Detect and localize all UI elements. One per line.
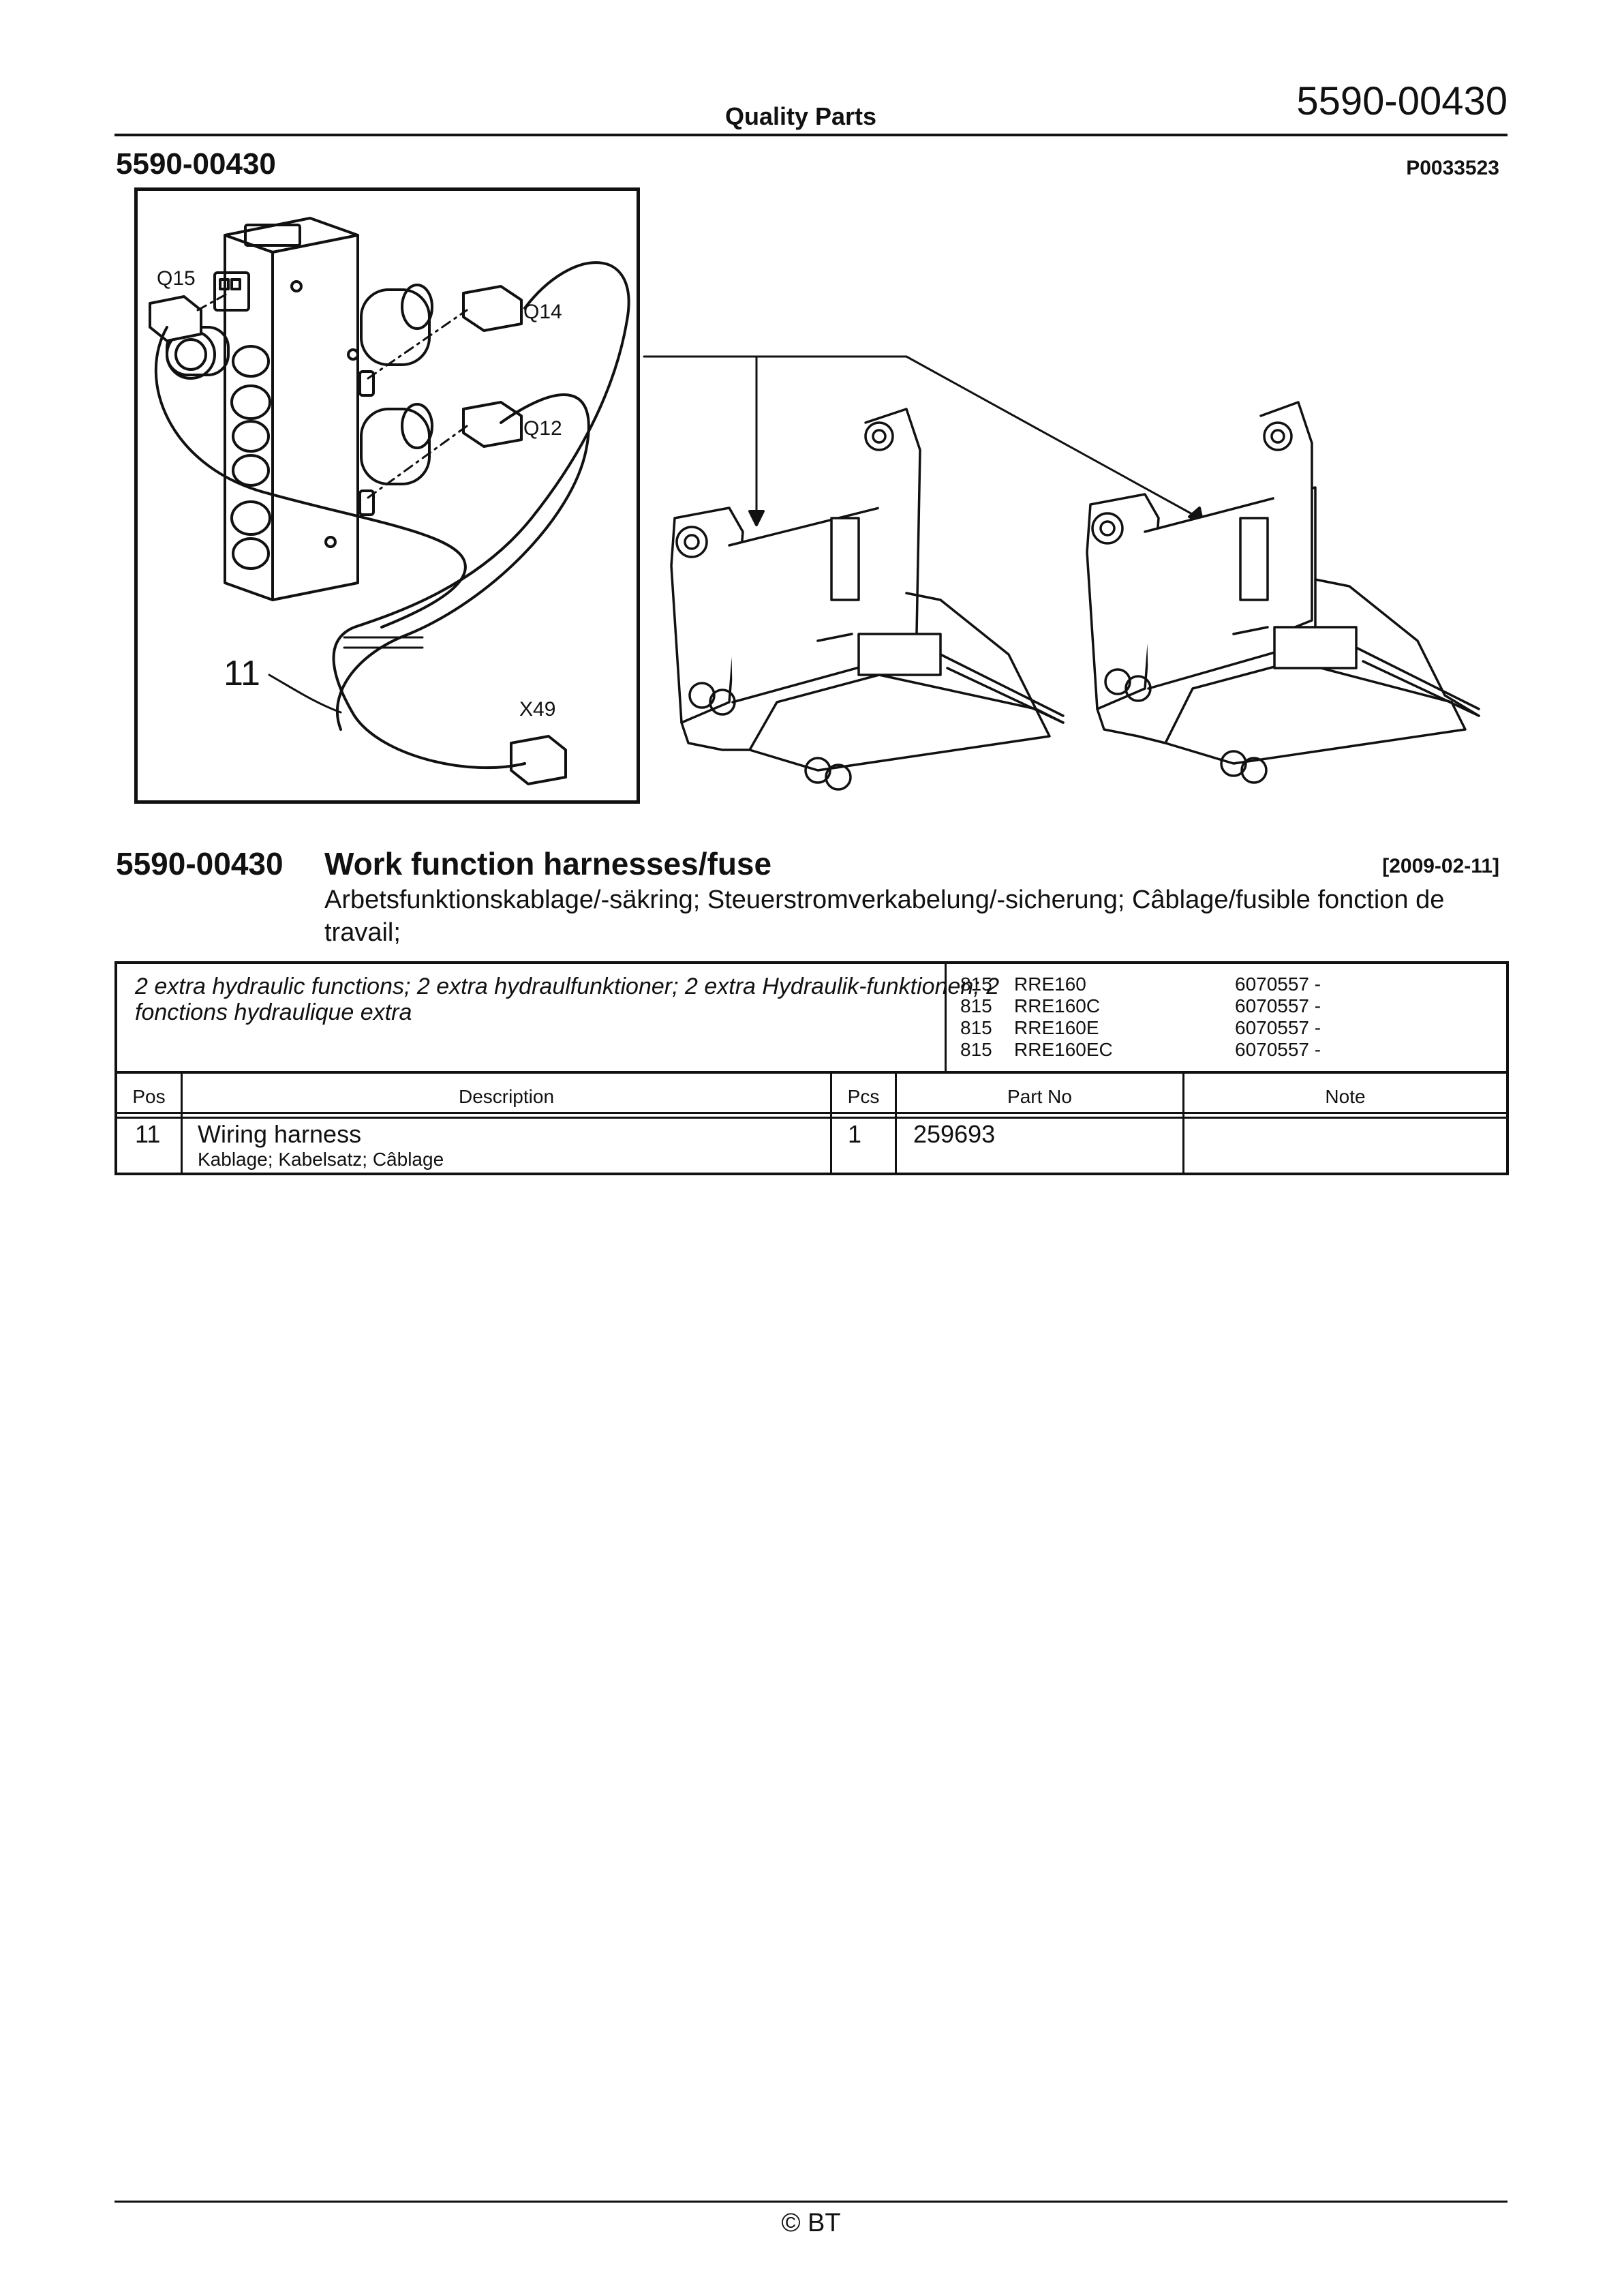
exploded-parts-illustration: Q15 Q14 Q12 11 X49 [149, 217, 1480, 791]
model-name: RRE160C [1014, 995, 1101, 1016]
model-name: RRE160 [1014, 973, 1086, 995]
callout-q12: Q12 [523, 417, 562, 440]
callout-q15: Q15 [157, 267, 196, 290]
model-code: 815 [960, 973, 992, 995]
column-header-part-no: Part No [1007, 1086, 1072, 1107]
footer-copyright: © BT [781, 2209, 841, 2237]
applicability-divider [945, 964, 947, 1071]
row-part-no: 259693 [913, 1120, 996, 1148]
row-pcs: 1 [848, 1120, 862, 1148]
model-code: 815 [960, 995, 992, 1016]
column-header-pcs: Pcs [847, 1086, 880, 1107]
row-pos: 11 [135, 1120, 161, 1148]
model-name: RRE160EC [1014, 1039, 1113, 1060]
column-divider [1182, 1074, 1184, 1173]
parts-table: Pos Description Pcs Part No Note 11 Wiri… [114, 1074, 1509, 1175]
row-description-translations: Kablage; Kabelsatz; Câblage [198, 1149, 444, 1170]
model-serial: 6070557 - [1235, 1039, 1321, 1060]
column-divider [895, 1074, 897, 1173]
column-divider [830, 1074, 832, 1173]
applicability-note: 2 extra hydraulic functions; 2 extra hyd… [135, 973, 1000, 1025]
header-document-number: 5590-00430 [1296, 79, 1508, 123]
callout-11: 11 [224, 654, 260, 693]
callout-x49: X49 [519, 698, 555, 721]
truck-frame-left [670, 408, 1065, 791]
callout-q14: Q14 [523, 301, 562, 323]
applicability-box: 2 extra hydraulic functions; 2 extra hyd… [114, 961, 1509, 1074]
model-serial: 6070557 - [1235, 995, 1321, 1016]
column-divider [181, 1074, 183, 1173]
detail-inset-frame [134, 187, 640, 804]
truck-frame-right [1086, 401, 1480, 784]
model-name: RRE160E [1014, 1017, 1099, 1038]
model-code: 815 [960, 1017, 992, 1038]
figure-reference: P0033523 [1406, 157, 1499, 179]
header-title: Quality Parts [724, 102, 877, 130]
section-translations: Arbetsfunktionskablage/-säkring; Steuers… [324, 886, 1445, 947]
section-date: [2009-02-11] [1382, 855, 1499, 877]
model-serial: 6070557 - [1235, 1017, 1321, 1038]
footer-divider [114, 2201, 1508, 2203]
row-description: Wiring harness [198, 1120, 362, 1148]
section-part-number: 5590-00430 [116, 846, 284, 881]
column-header-description: Description [458, 1086, 555, 1107]
header-row-divider [117, 1117, 1506, 1119]
section-title: Work function harnesses/fuse [324, 846, 772, 881]
header-divider [114, 134, 1508, 136]
part-number-heading: 5590-00430 [116, 147, 276, 181]
column-header-pos: Pos [132, 1086, 166, 1107]
model-code: 815 [960, 1039, 992, 1060]
valve-block [166, 217, 433, 601]
column-header-note: Note [1325, 1086, 1366, 1107]
header-row-divider [117, 1112, 1506, 1114]
model-serial: 6070557 - [1235, 973, 1321, 995]
